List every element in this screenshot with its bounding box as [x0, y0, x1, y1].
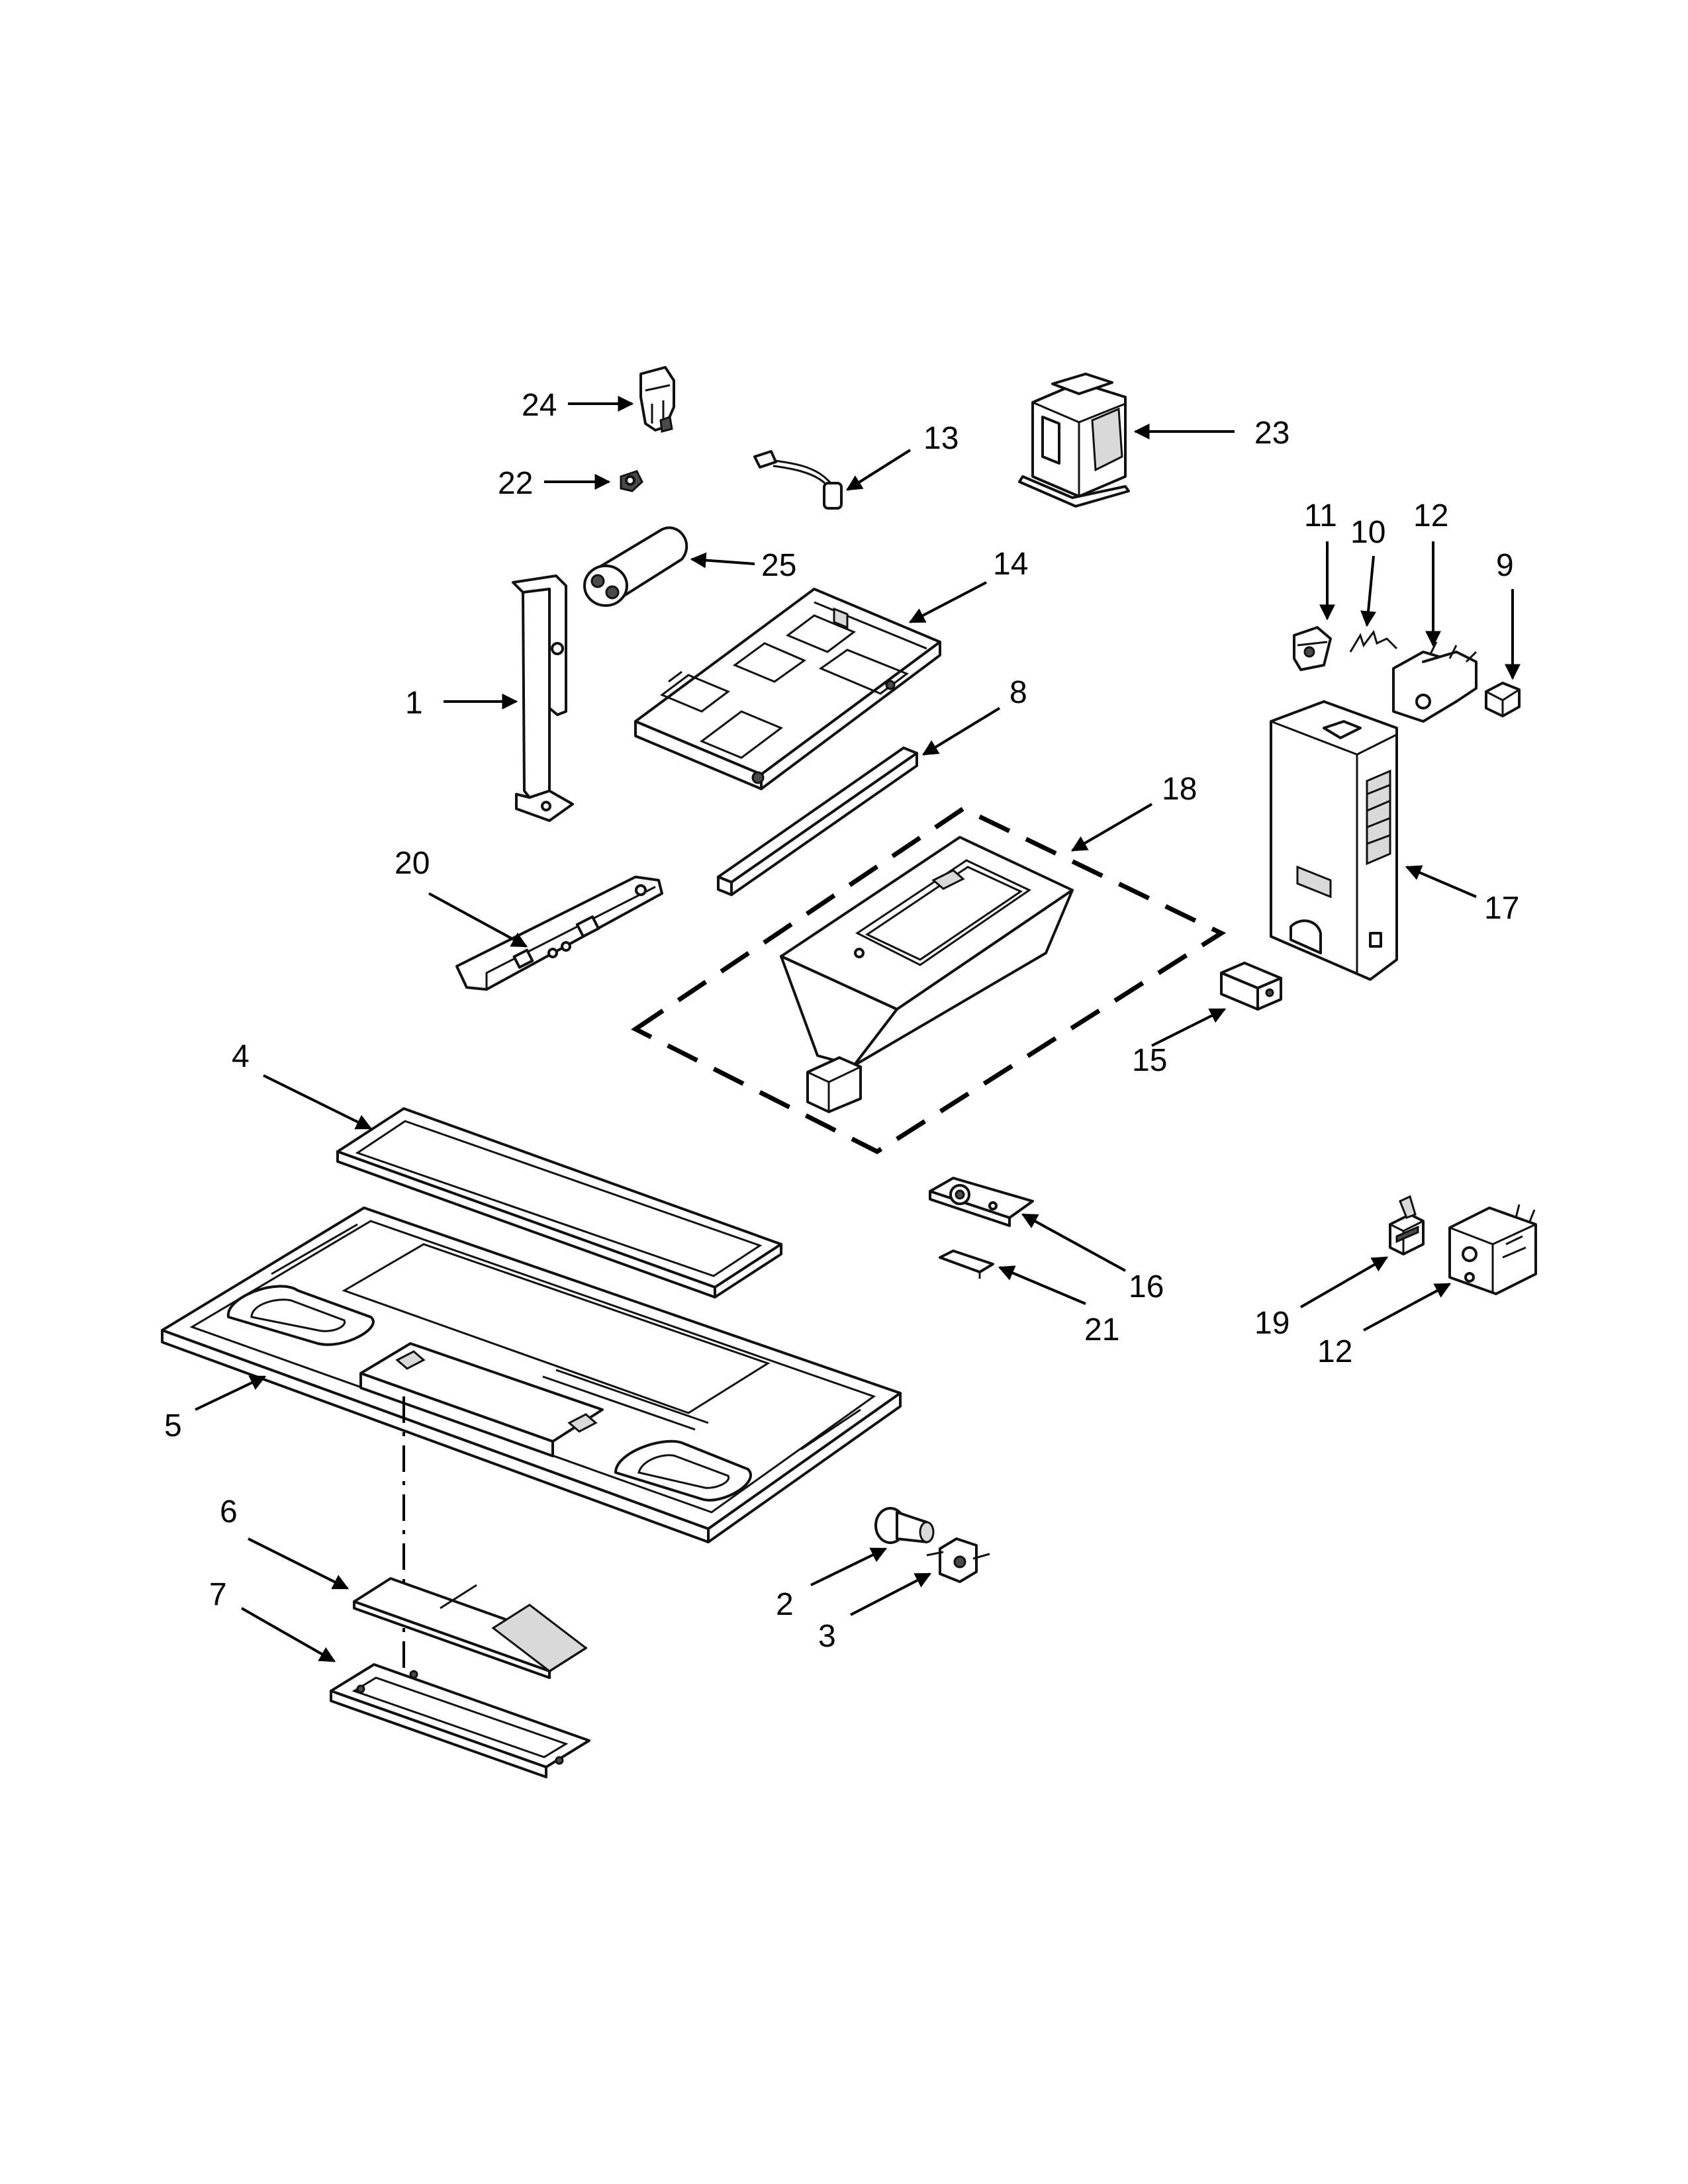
callout-13: 13 — [923, 421, 959, 456]
part-25-capacitor — [583, 526, 688, 607]
callout-19: 19 — [1254, 1306, 1289, 1341]
callout-23: 23 — [1254, 416, 1289, 451]
callout-24: 24 — [522, 388, 557, 423]
part-1-bracket — [512, 574, 574, 822]
callout-21: 21 — [1084, 1312, 1119, 1347]
callout-11: 11 — [1304, 498, 1337, 533]
part-4-filter — [336, 1107, 782, 1298]
callout-3: 3 — [818, 1619, 836, 1654]
callout-2: 2 — [776, 1587, 794, 1622]
part-20-bracket — [455, 876, 663, 991]
callout-12-top: 12 — [1413, 498, 1448, 533]
callout-4: 4 — [232, 1039, 250, 1074]
callout-10: 10 — [1350, 515, 1385, 550]
callout-15: 15 — [1132, 1043, 1167, 1078]
callout-9: 9 — [1496, 548, 1514, 583]
part-8-bar — [717, 747, 918, 896]
part-7-frame — [330, 1663, 590, 1778]
part-16-plate — [929, 1177, 1034, 1227]
callout-1: 1 — [405, 686, 423, 721]
part-5-bottom-plate — [161, 1206, 902, 1543]
callout-22: 22 — [498, 466, 533, 501]
callout-17: 17 — [1484, 891, 1519, 926]
callout-8: 8 — [1009, 675, 1027, 710]
part-24-clip — [639, 366, 675, 433]
callout-6: 6 — [220, 1494, 238, 1529]
part-12-bracket-bottom — [1448, 1204, 1537, 1295]
callout-labels: 24 22 13 23 25 1 14 8 18 11 10 12 9 17 2… — [164, 388, 1519, 1654]
callout-5: 5 — [164, 1408, 182, 1443]
part-10-spring — [1349, 629, 1398, 653]
leader-lines — [195, 396, 1521, 1662]
callout-12-bottom: 12 — [1317, 1334, 1352, 1369]
part-12-bracket-top — [1392, 641, 1477, 723]
callout-18: 18 — [1162, 772, 1197, 807]
part-6-cover — [353, 1577, 588, 1679]
part-2-bulb — [874, 1507, 935, 1544]
callout-7: 7 — [209, 1577, 227, 1612]
callout-25: 25 — [761, 548, 796, 583]
callout-20: 20 — [395, 846, 430, 881]
part-13-wire — [753, 450, 843, 510]
part-22-clip — [620, 470, 643, 492]
part-21-resistor — [939, 1250, 994, 1279]
part-17-air-guide — [1270, 700, 1398, 981]
part-9-switch — [1485, 682, 1521, 717]
part-18-duct-group — [631, 805, 1227, 1155]
callout-16: 16 — [1129, 1269, 1164, 1304]
part-23-transformer — [1018, 373, 1130, 508]
callout-14: 14 — [993, 547, 1028, 582]
part-19-switch — [1389, 1195, 1425, 1255]
part-11-switch — [1293, 626, 1332, 671]
part-14-plate — [634, 588, 941, 790]
part-15-box — [1220, 962, 1282, 1011]
part-3-socket — [926, 1537, 990, 1583]
